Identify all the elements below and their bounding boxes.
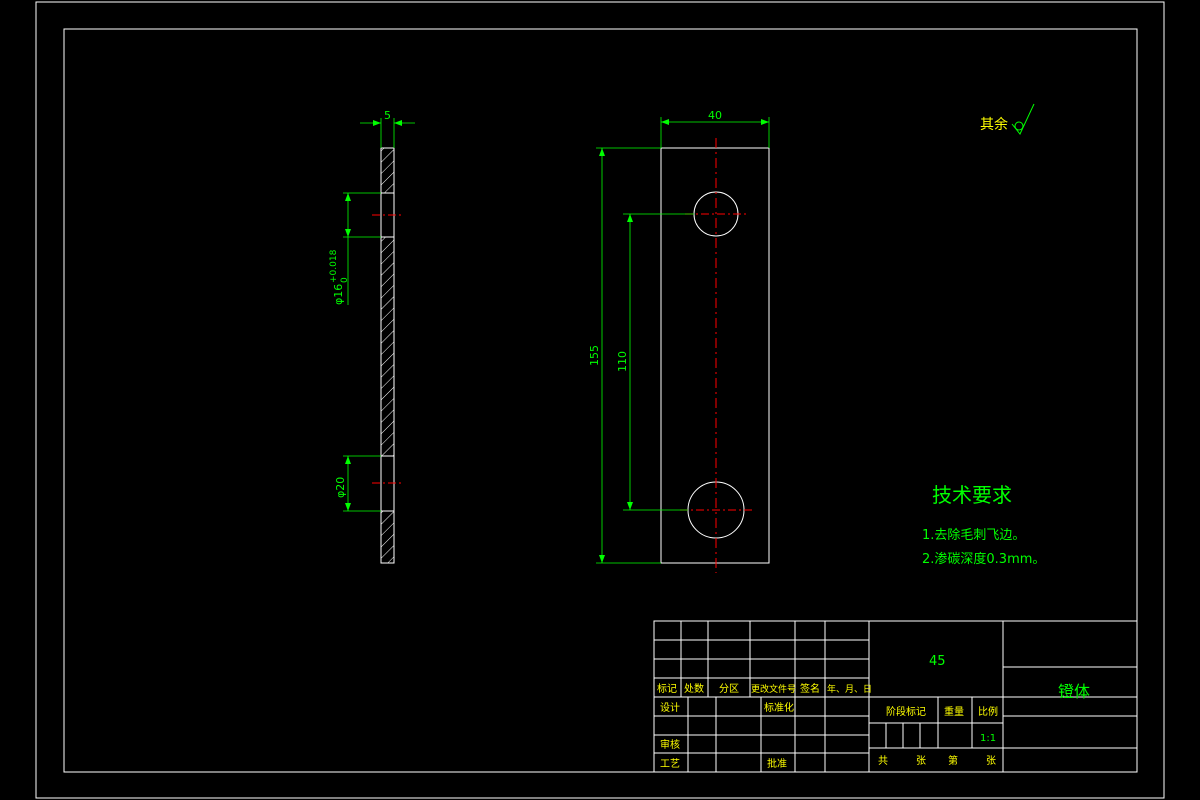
hole2-dim-text: φ20 [334,477,347,498]
side-section-top [380,147,395,194]
sheet-no-prefix: 第 [948,754,958,767]
row-design: 设计 [660,701,680,714]
front-view: 40 155 110 [588,109,770,573]
row-review: 审核 [660,738,680,751]
length-dim-text: 155 [588,345,601,366]
material-text: 45 [929,654,946,669]
center-distance-dim-text: 110 [616,351,629,372]
scale-value: 1:1 [980,733,996,744]
plate-outline [660,147,770,564]
header-zone: 分区 [719,683,739,695]
sheets-total-prefix: 共 [878,755,888,767]
header-change-doc: 更改文件号 [751,683,796,695]
side-section-mid [380,236,395,457]
side-view: 5 φ16 +0.018 0 φ20 [329,109,415,564]
sheets-total-unit: 张 [916,755,926,767]
tech-requirements-title: 技术要求 [932,483,1012,507]
row-standardize: 标准化 [764,701,794,714]
roughness-symbol-icon [1011,103,1035,135]
weight-label: 重量 [944,705,964,718]
thickness-dim-text: 5 [384,109,391,122]
side-section-bottom [380,510,395,564]
row-process: 工艺 [660,758,680,770]
tech-requirements: 技术要求 1.去除毛刺飞边。 2.渗碳深度0.3mm。 [922,483,1045,567]
scale-label: 比例 [978,705,998,718]
stage-mark-label: 阶段标记 [886,705,926,718]
roughness-note: 其余 [980,103,1035,135]
part-name-text: 镫体 [1058,682,1090,701]
roughness-note-text: 其余 [980,116,1008,133]
header-mark: 标记 [657,683,677,695]
width-dim-text: 40 [708,109,722,122]
sheet-no-unit: 张 [986,755,996,767]
hole-dim-tol-lower-text: 0 [340,277,350,283]
header-sign: 签名 [800,682,820,695]
title-block [653,620,1138,773]
roughness-circle-icon [1014,121,1024,131]
header-count: 处数 [684,682,704,695]
inner-frame [63,28,1138,773]
outer-frame [35,1,1165,799]
hole-dim-tol-upper-text: +0.018 [329,249,339,283]
tech-requirement-item-2: 2.渗碳深度0.3mm。 [922,551,1045,567]
header-date: 年、月、日 [827,683,872,695]
title-block-text: 45 镫体 标记 处数 分区 更改文件号 签名 年、月、日 设计 标准化 审核 … [657,654,1090,770]
row-approve: 批准 [767,757,787,770]
tech-requirement-item-1: 1.去除毛刺飞边。 [922,528,1025,543]
hole-dim-main-text: φ16 [332,284,345,305]
